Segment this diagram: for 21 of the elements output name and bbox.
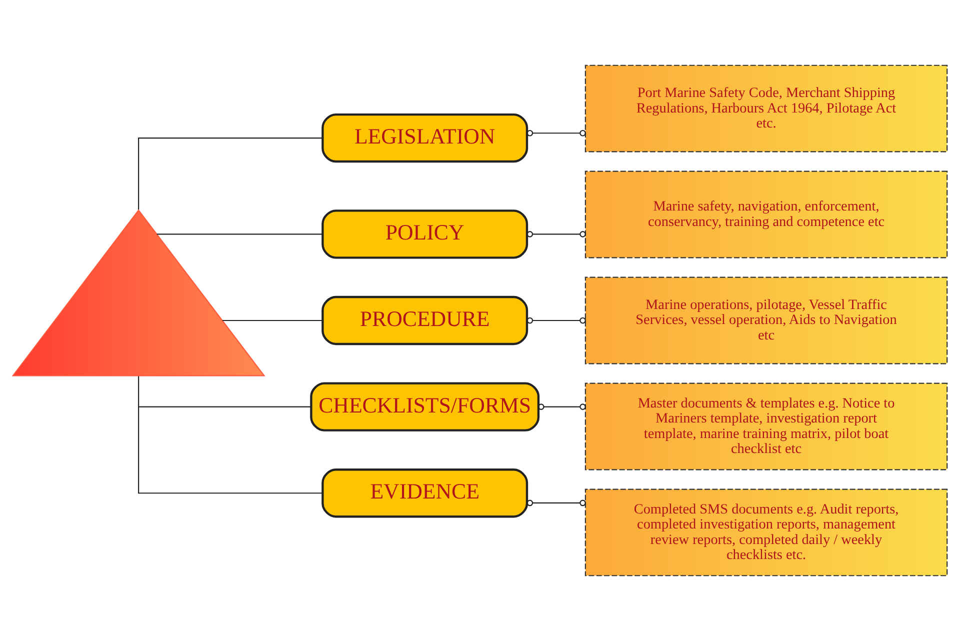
node-triangle	[12, 208, 266, 376]
connector	[526, 129, 586, 136]
connector	[526, 230, 586, 237]
node-box: PROCEDURE	[322, 295, 528, 345]
connector	[526, 499, 586, 506]
node-box: LEGISLATION	[322, 112, 528, 162]
connector	[138, 136, 322, 210]
node-box: Master documents & templates e.g. Notice to Mariners template, investigation report template, marine training matrix, pilot boat checklist etc	[584, 382, 948, 470]
node-box: CHECKLISTS/FORMS	[310, 382, 540, 431]
connector	[138, 406, 312, 407]
node-box: Marine operations, pilotage, Vessel Traffic Services, vessel operation, Aids to Navigation etc	[584, 276, 948, 364]
connector	[538, 403, 586, 410]
node-box: Marine safety, navigation, enforcement, conservancy, training and competence etc	[584, 170, 948, 258]
node-box: POLICY	[322, 209, 528, 258]
node-box: Port Marine Safety Code, Merchant Shipping Regulations, Harbours Act 1964, Pilotage Act etc.	[584, 64, 948, 152]
connector	[222, 319, 323, 321]
node-box: Completed SMS documents e.g. Audit reports, completed investigation reports, management review reports, completed daily / weekly checklists etc.	[584, 488, 948, 576]
connector	[156, 233, 322, 234]
connector	[138, 376, 322, 494]
connector	[526, 316, 586, 324]
node-box: EVIDENCE	[322, 468, 528, 518]
